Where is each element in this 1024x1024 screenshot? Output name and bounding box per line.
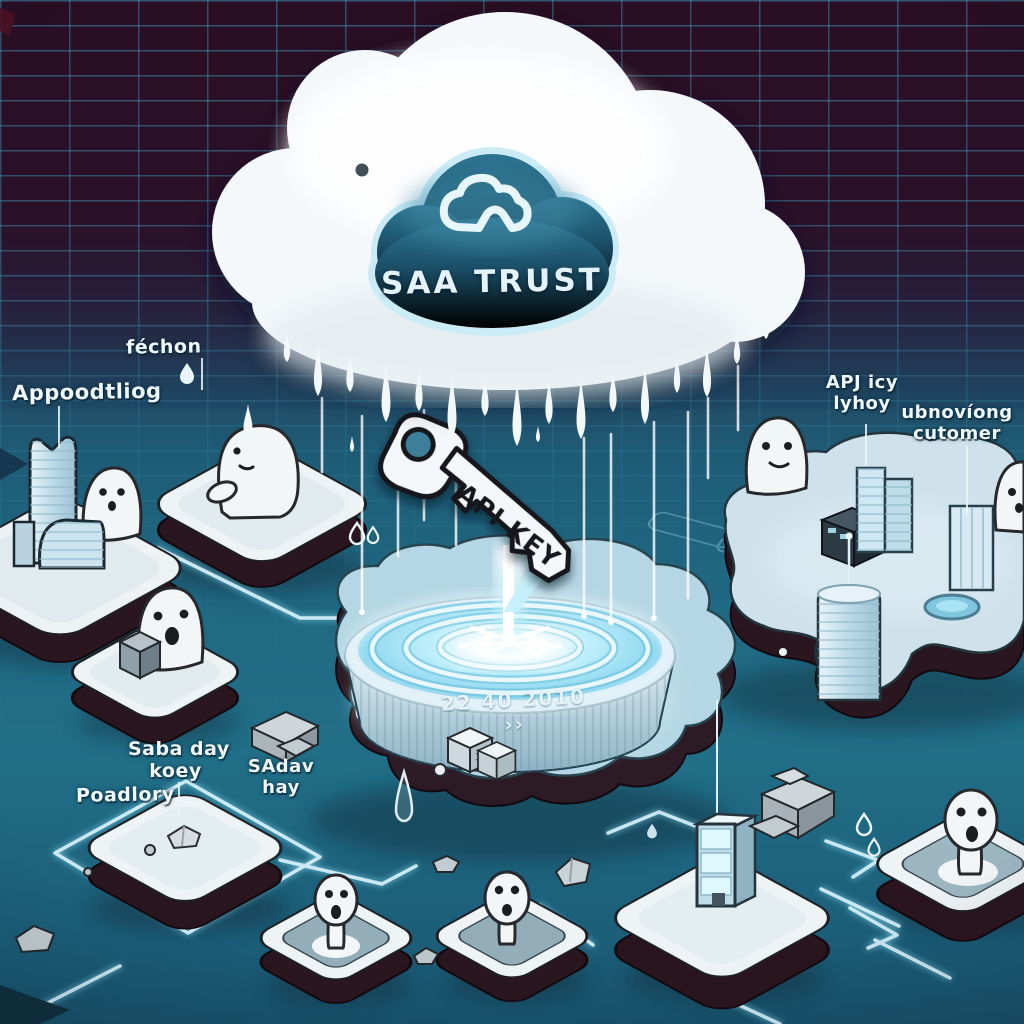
left-arrow-shape: [0, 448, 28, 480]
tub-ghost-1: [259, 873, 413, 1005]
rocks: [14, 710, 837, 965]
ghost-long-neck-2: [483, 870, 531, 946]
mini-pool: [923, 593, 981, 621]
tub-ghost-2: [435, 870, 589, 1003]
label-fechon: féchon: [125, 335, 202, 359]
building-curved-glass: [12, 518, 106, 570]
cloud-dot: [355, 163, 369, 177]
platform-topleft-ghost: [156, 424, 368, 588]
crate-boxes: [433, 726, 518, 781]
label-ubnoviong-line2: cutomer: [913, 423, 1001, 445]
splash-rays: [458, 626, 562, 658]
label-ubnoviong: ubnovíong cutomer: [893, 402, 1021, 444]
label-poadlory: Poadlory: [75, 783, 175, 807]
corner-shade: [0, 985, 70, 1024]
label-saday: SAdav hay: [243, 756, 319, 798]
label-appoodtliog: Appoodtliog: [11, 378, 162, 406]
building-cylinder-tower: [816, 532, 882, 702]
corner-mark: [0, 8, 15, 36]
building-glow-tower: [692, 700, 760, 909]
ghost-right-platform: [744, 416, 809, 496]
cloud-badge: [368, 147, 619, 336]
platform-empty-rock: [87, 794, 283, 930]
label-saday-line2: hay: [262, 777, 300, 799]
stream-splashes: [359, 609, 657, 625]
label-connector-lines: [58, 358, 968, 818]
label-saba-line2: koey: [149, 760, 202, 783]
building-glass-towers: [855, 466, 914, 554]
platform-right-puzzle: [723, 416, 1024, 719]
droplet-icons: [180, 363, 881, 857]
building-thin-tower: [948, 504, 995, 592]
label-saba-line1: Saba day: [128, 738, 230, 760]
ghost-far-right: [993, 460, 1024, 534]
pool-rim-text: 22 40 2010 ››: [440, 684, 587, 737]
platform-left-buildings: [0, 435, 182, 663]
label-api-icy-line1: APJ icy: [825, 372, 899, 393]
rock-on-platform: [166, 824, 202, 850]
droplet-outline-icon: [394, 767, 414, 823]
cloud-drips: [243, 317, 773, 452]
platform-sadghost-box: [70, 586, 240, 745]
badge-cloud-icon: [439, 173, 532, 232]
platform-glow-tower: [614, 700, 830, 1010]
label-saba-day: Saba day koey: [128, 738, 229, 783]
ghost-long-neck-3: [938, 788, 999, 886]
label-ubnoviong-line1: ubnovíong: [901, 402, 1013, 423]
label-saday-line1: SAdav: [247, 756, 315, 777]
ghost-long-neck-1: [312, 873, 360, 958]
grey-box: [117, 630, 163, 680]
drip-dot: [779, 648, 787, 656]
tub-ghost-right: [876, 788, 1024, 942]
ghost-topleft: [206, 424, 300, 520]
badge-title: SAA TRUST: [380, 262, 604, 302]
label-api-icy-line2: lyhoy: [833, 393, 891, 415]
label-api-icy: APJ icy lyhoy: [806, 372, 918, 414]
